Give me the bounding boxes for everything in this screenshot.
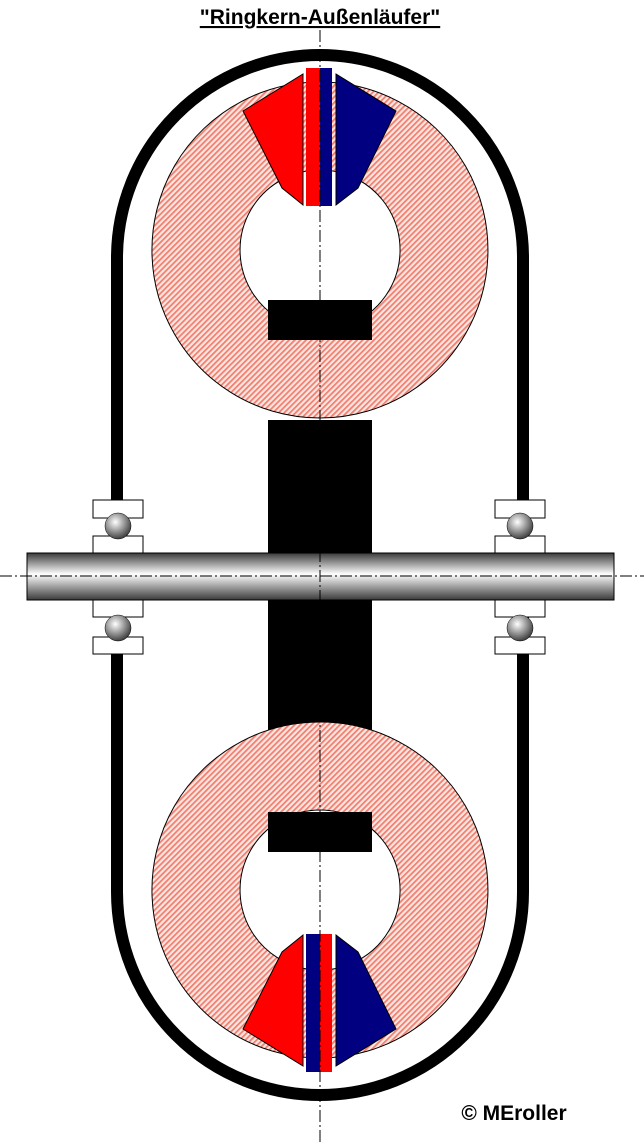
- magnet-north-top-left: [242, 73, 304, 207]
- outer-rotor-frame: [111, 49, 529, 1101]
- magnet-north-top-bar: [306, 68, 320, 206]
- magnet-south-bottom-right: [335, 933, 397, 1067]
- diagram-title: "Ringkern-Außenläufer": [200, 6, 440, 29]
- magnet-north-bottom-left: [242, 933, 304, 1067]
- magnet-south-top-right: [335, 73, 397, 207]
- magnet-south-top-bar: [320, 68, 332, 206]
- magnet-south-bottom-bar: [306, 934, 320, 1072]
- magnet-north-bottom-bar: [320, 934, 332, 1072]
- bearing-left: [92, 499, 144, 655]
- bearing-right: [494, 499, 546, 655]
- copyright-label: © MEroller: [461, 1102, 566, 1125]
